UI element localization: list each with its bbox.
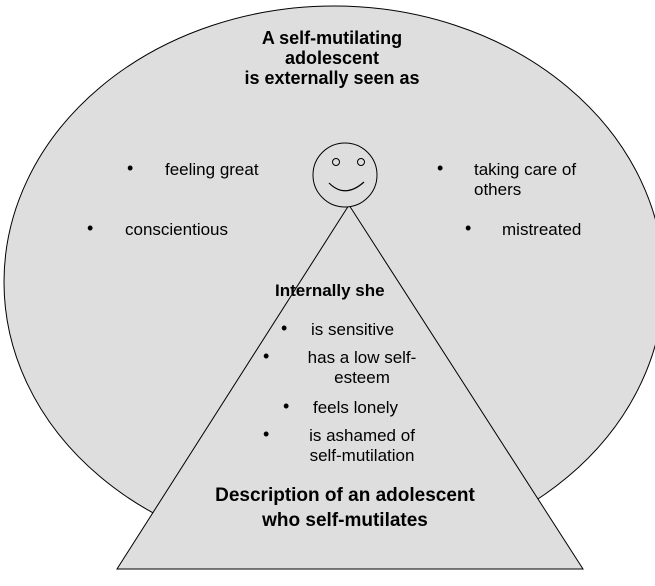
internal-ashamed-line-2: self-mutilation bbox=[309, 446, 415, 465]
title-line-2: adolescent bbox=[284, 48, 380, 68]
caption: Description of an adolescent who self-mu… bbox=[190, 483, 500, 533]
internal-low-self-esteem: has a low self- esteem bbox=[284, 348, 440, 388]
bullet-feeling-great: • bbox=[127, 158, 134, 178]
trait-taking-care-line-1: taking care of bbox=[474, 160, 577, 179]
trait-mistreated: mistreated bbox=[502, 220, 582, 239]
smiley-face-icon bbox=[312, 142, 378, 208]
internal-lonely: feels lonely bbox=[313, 398, 399, 417]
bullet-low-self-esteem: • bbox=[263, 346, 270, 366]
internal-low-self-esteem-line-1: has a low self- bbox=[307, 348, 417, 367]
trait-taking-care-line-2: others bbox=[474, 180, 522, 199]
bullet-sensitive: • bbox=[281, 318, 288, 338]
internal-ashamed-line-1: is ashamed of bbox=[309, 426, 415, 445]
internal-sensitive: is sensitive bbox=[311, 320, 395, 339]
trait-taking-care: taking care of others bbox=[474, 160, 576, 200]
internal-ashamed: is ashamed of self-mutilation bbox=[284, 426, 440, 466]
internal-heading: Internally she bbox=[275, 281, 385, 300]
trait-feeling-great: feeling great bbox=[165, 160, 259, 179]
title-line-3: is externally seen as bbox=[244, 68, 420, 88]
caption-line-1: Description of an adolescent bbox=[215, 485, 475, 506]
title-line-1: A self-mutilating bbox=[261, 28, 403, 48]
bullet-taking-care: • bbox=[437, 158, 444, 178]
title: A self-mutilating adolescent is external… bbox=[214, 28, 450, 88]
caption-line-2: who self-mutilates bbox=[262, 510, 428, 531]
bullet-ashamed: • bbox=[263, 424, 270, 444]
inner-triangle bbox=[116, 204, 584, 570]
bullet-mistreated: • bbox=[465, 218, 472, 238]
bullet-conscientious: • bbox=[87, 218, 94, 238]
internal-low-self-esteem-line-2: esteem bbox=[334, 368, 390, 387]
bullet-lonely: • bbox=[283, 396, 290, 416]
trait-conscientious: conscientious bbox=[125, 220, 229, 239]
